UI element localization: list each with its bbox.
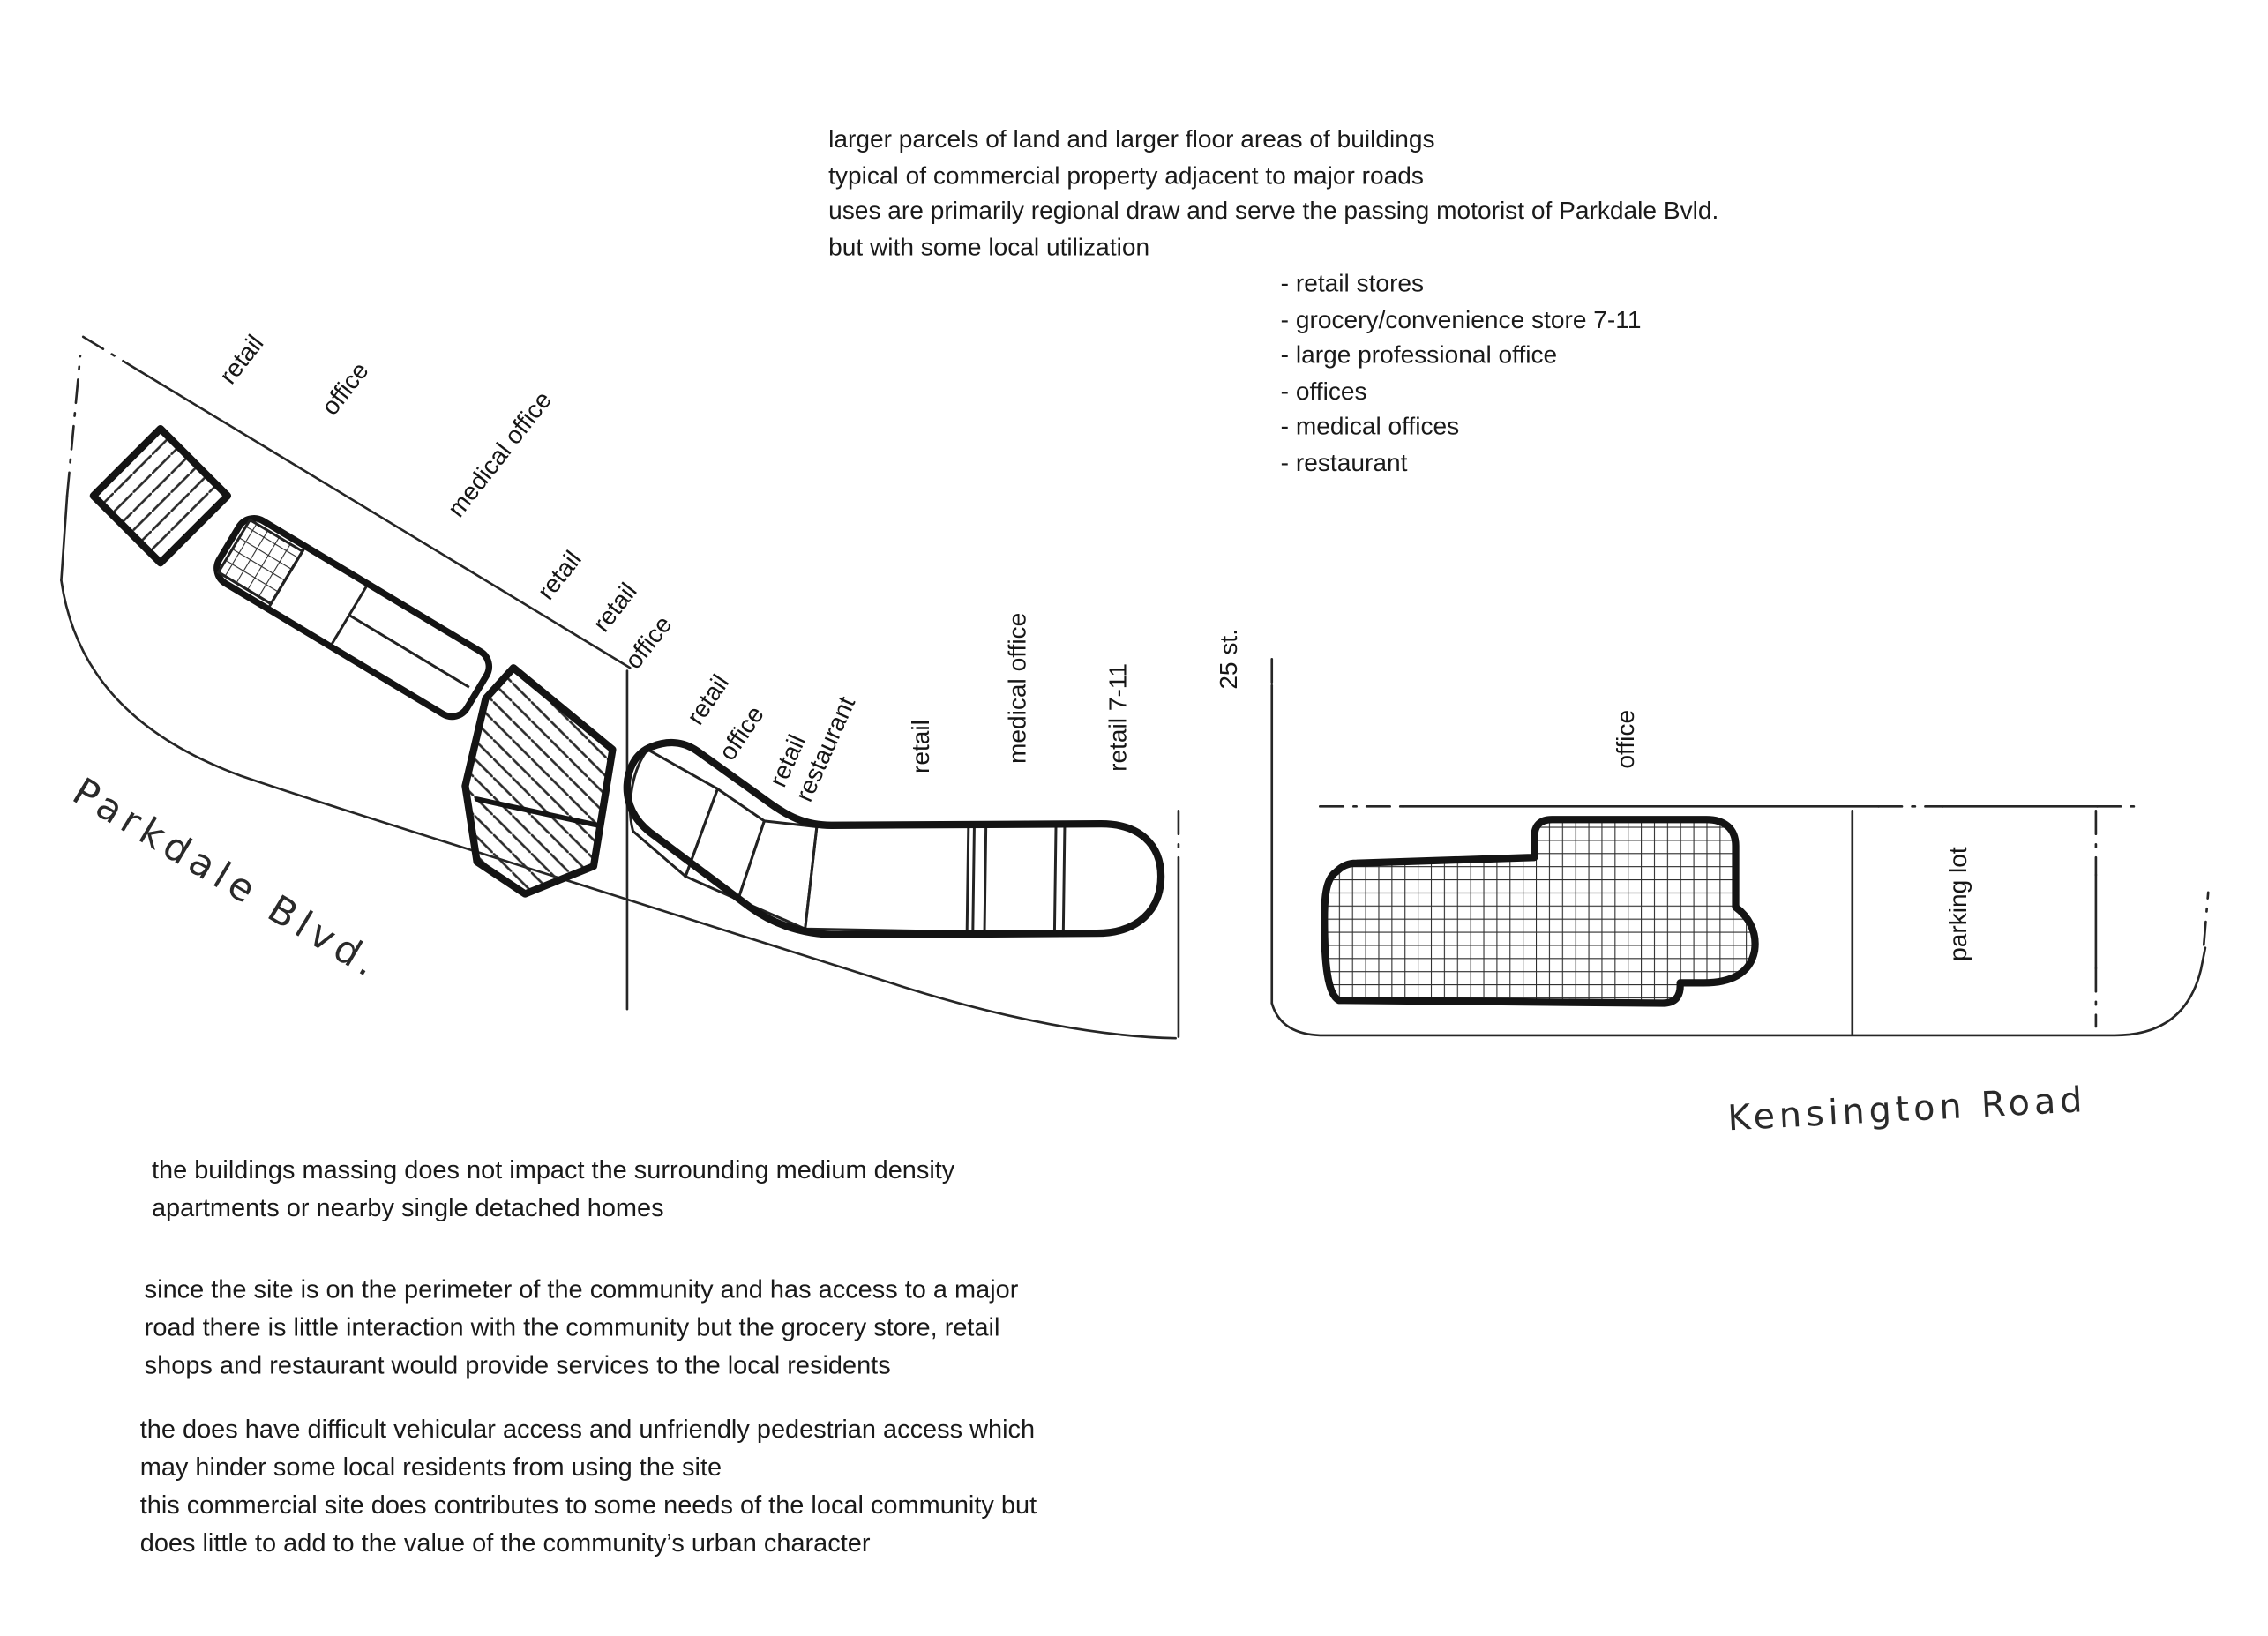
right-office-building	[1321, 816, 1759, 1007]
kensington-road-edge	[1270, 946, 2207, 1037]
lot-line-dashdot	[81, 335, 140, 372]
corner-dashdot	[2202, 891, 2210, 946]
note-line: this commercial site does contributes to…	[139, 1490, 1037, 1520]
intro-line-1: larger parcels of land and larger floor …	[828, 125, 1435, 153]
note-line: may hinder some local residents from usi…	[139, 1452, 722, 1482]
note-paragraph-access: the does have difficult vehicular access…	[140, 1410, 1037, 1562]
left-edge	[60, 494, 69, 582]
intro-line-2: typical of commercial property adjacent …	[828, 161, 1425, 190]
land-use-list: - retail stores - grocery/convenience st…	[1281, 267, 1642, 482]
note-line: the does have difficult vehicular access…	[139, 1414, 1036, 1444]
strip-unit-dividers	[971, 824, 1058, 934]
land-use-item: - grocery/convenience store 7-11	[1280, 305, 1642, 333]
parkdale-road-edge	[60, 579, 1177, 1040]
note-line: the buildings massing does not impact th…	[151, 1154, 955, 1184]
land-use-item: - medical offices	[1280, 412, 1460, 441]
left-edge-dashdot	[65, 355, 82, 497]
note-line: road there is little interaction with th…	[144, 1312, 1000, 1342]
intro-note: larger parcels of land and larger floor …	[828, 123, 1718, 265]
note-paragraph-perimeter: since the site is on the perimeter of th…	[145, 1270, 1019, 1384]
building-label-retail-4: retail	[681, 669, 734, 729]
land-use-item: - retail stores	[1280, 269, 1425, 298]
left-site-boundary	[60, 335, 1180, 1040]
land-use-item: - offices	[1280, 377, 1367, 405]
building-label-retail-3: retail	[588, 578, 642, 637]
intro-line-4: but with some local utilization	[828, 232, 1150, 261]
land-use-item: - large professional office	[1280, 340, 1558, 370]
building-label-office-right: office	[1612, 710, 1639, 769]
building-retail-1	[89, 424, 232, 567]
right-site-boundary	[1270, 658, 2210, 1037]
street-label-25-st: 25 st.	[1215, 629, 1242, 690]
building-label-retail-6: retail	[907, 720, 934, 773]
building-label-office-1: office	[316, 357, 373, 421]
note-line: does little to add to the value of the c…	[139, 1528, 871, 1558]
land-use-item: - restaurant	[1280, 448, 1408, 476]
building-label-medical-office-1: medical office	[442, 386, 557, 522]
building-label-office-2: office	[619, 610, 677, 674]
building-office-medical-block	[213, 515, 493, 721]
retail-strip-complex	[623, 739, 1165, 938]
building-label-office-3: office	[714, 701, 769, 766]
strip-base	[626, 743, 1162, 935]
strip-outline	[623, 739, 1165, 938]
note-paragraph-massing: the buildings massing does not impact th…	[152, 1151, 954, 1227]
lot-line-diagonal	[137, 369, 632, 669]
intro-line-3: uses are primarily regional draw and ser…	[828, 197, 1719, 225]
note-line: apartments or nearby single detached hom…	[151, 1192, 664, 1222]
parking-lot-label: parking lot	[1944, 847, 1972, 961]
building-label-retail-711: retail 7-11	[1104, 663, 1131, 772]
note-line: shops and restaurant would provide servi…	[144, 1350, 891, 1380]
building-label-medical-office-2: medical office	[1003, 613, 1030, 764]
note-line: since the site is on the perimeter of th…	[144, 1274, 1019, 1304]
road-label-parkdale-blvd: Parkdale Blvd.	[65, 770, 390, 989]
building-label-retail-1: retail	[214, 330, 269, 389]
upper-building-row	[89, 424, 617, 898]
building-retail-2	[461, 664, 617, 898]
road-label-kensington-road: Kensington Road	[1726, 1079, 2087, 1139]
building-label-retail-2: retail	[532, 546, 587, 605]
